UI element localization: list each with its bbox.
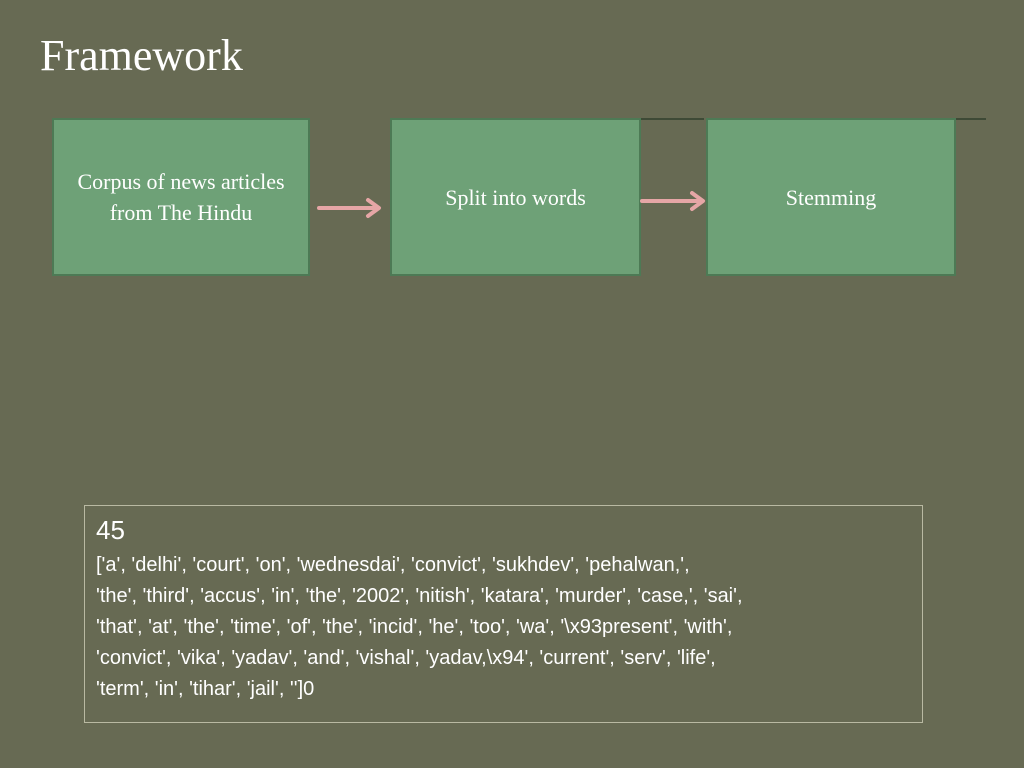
flow-step-stemming: Stemming	[706, 118, 956, 276]
flow-step-label: Stemming	[785, 184, 877, 210]
connector-line	[641, 118, 704, 120]
flow-step-label: Split into words	[445, 184, 586, 210]
flow-step-split: Split into words	[390, 118, 641, 276]
connector-line	[956, 118, 986, 120]
flow-step-label: Corpus of news articles from The Hindu	[77, 169, 285, 225]
flow-step-corpus: Corpus of news articles from The Hindu	[52, 118, 310, 276]
stemmed-token-list: ['a', 'delhi', 'court', 'on', 'wednesdai…	[96, 554, 743, 700]
slide-title: Framework	[40, 31, 243, 80]
token-count: 45	[96, 515, 125, 545]
arrow-right-icon	[640, 191, 705, 211]
output-box: 45 ['a', 'delhi', 'court', 'on', 'wednes…	[84, 505, 923, 723]
arrow-right-icon	[317, 198, 381, 218]
